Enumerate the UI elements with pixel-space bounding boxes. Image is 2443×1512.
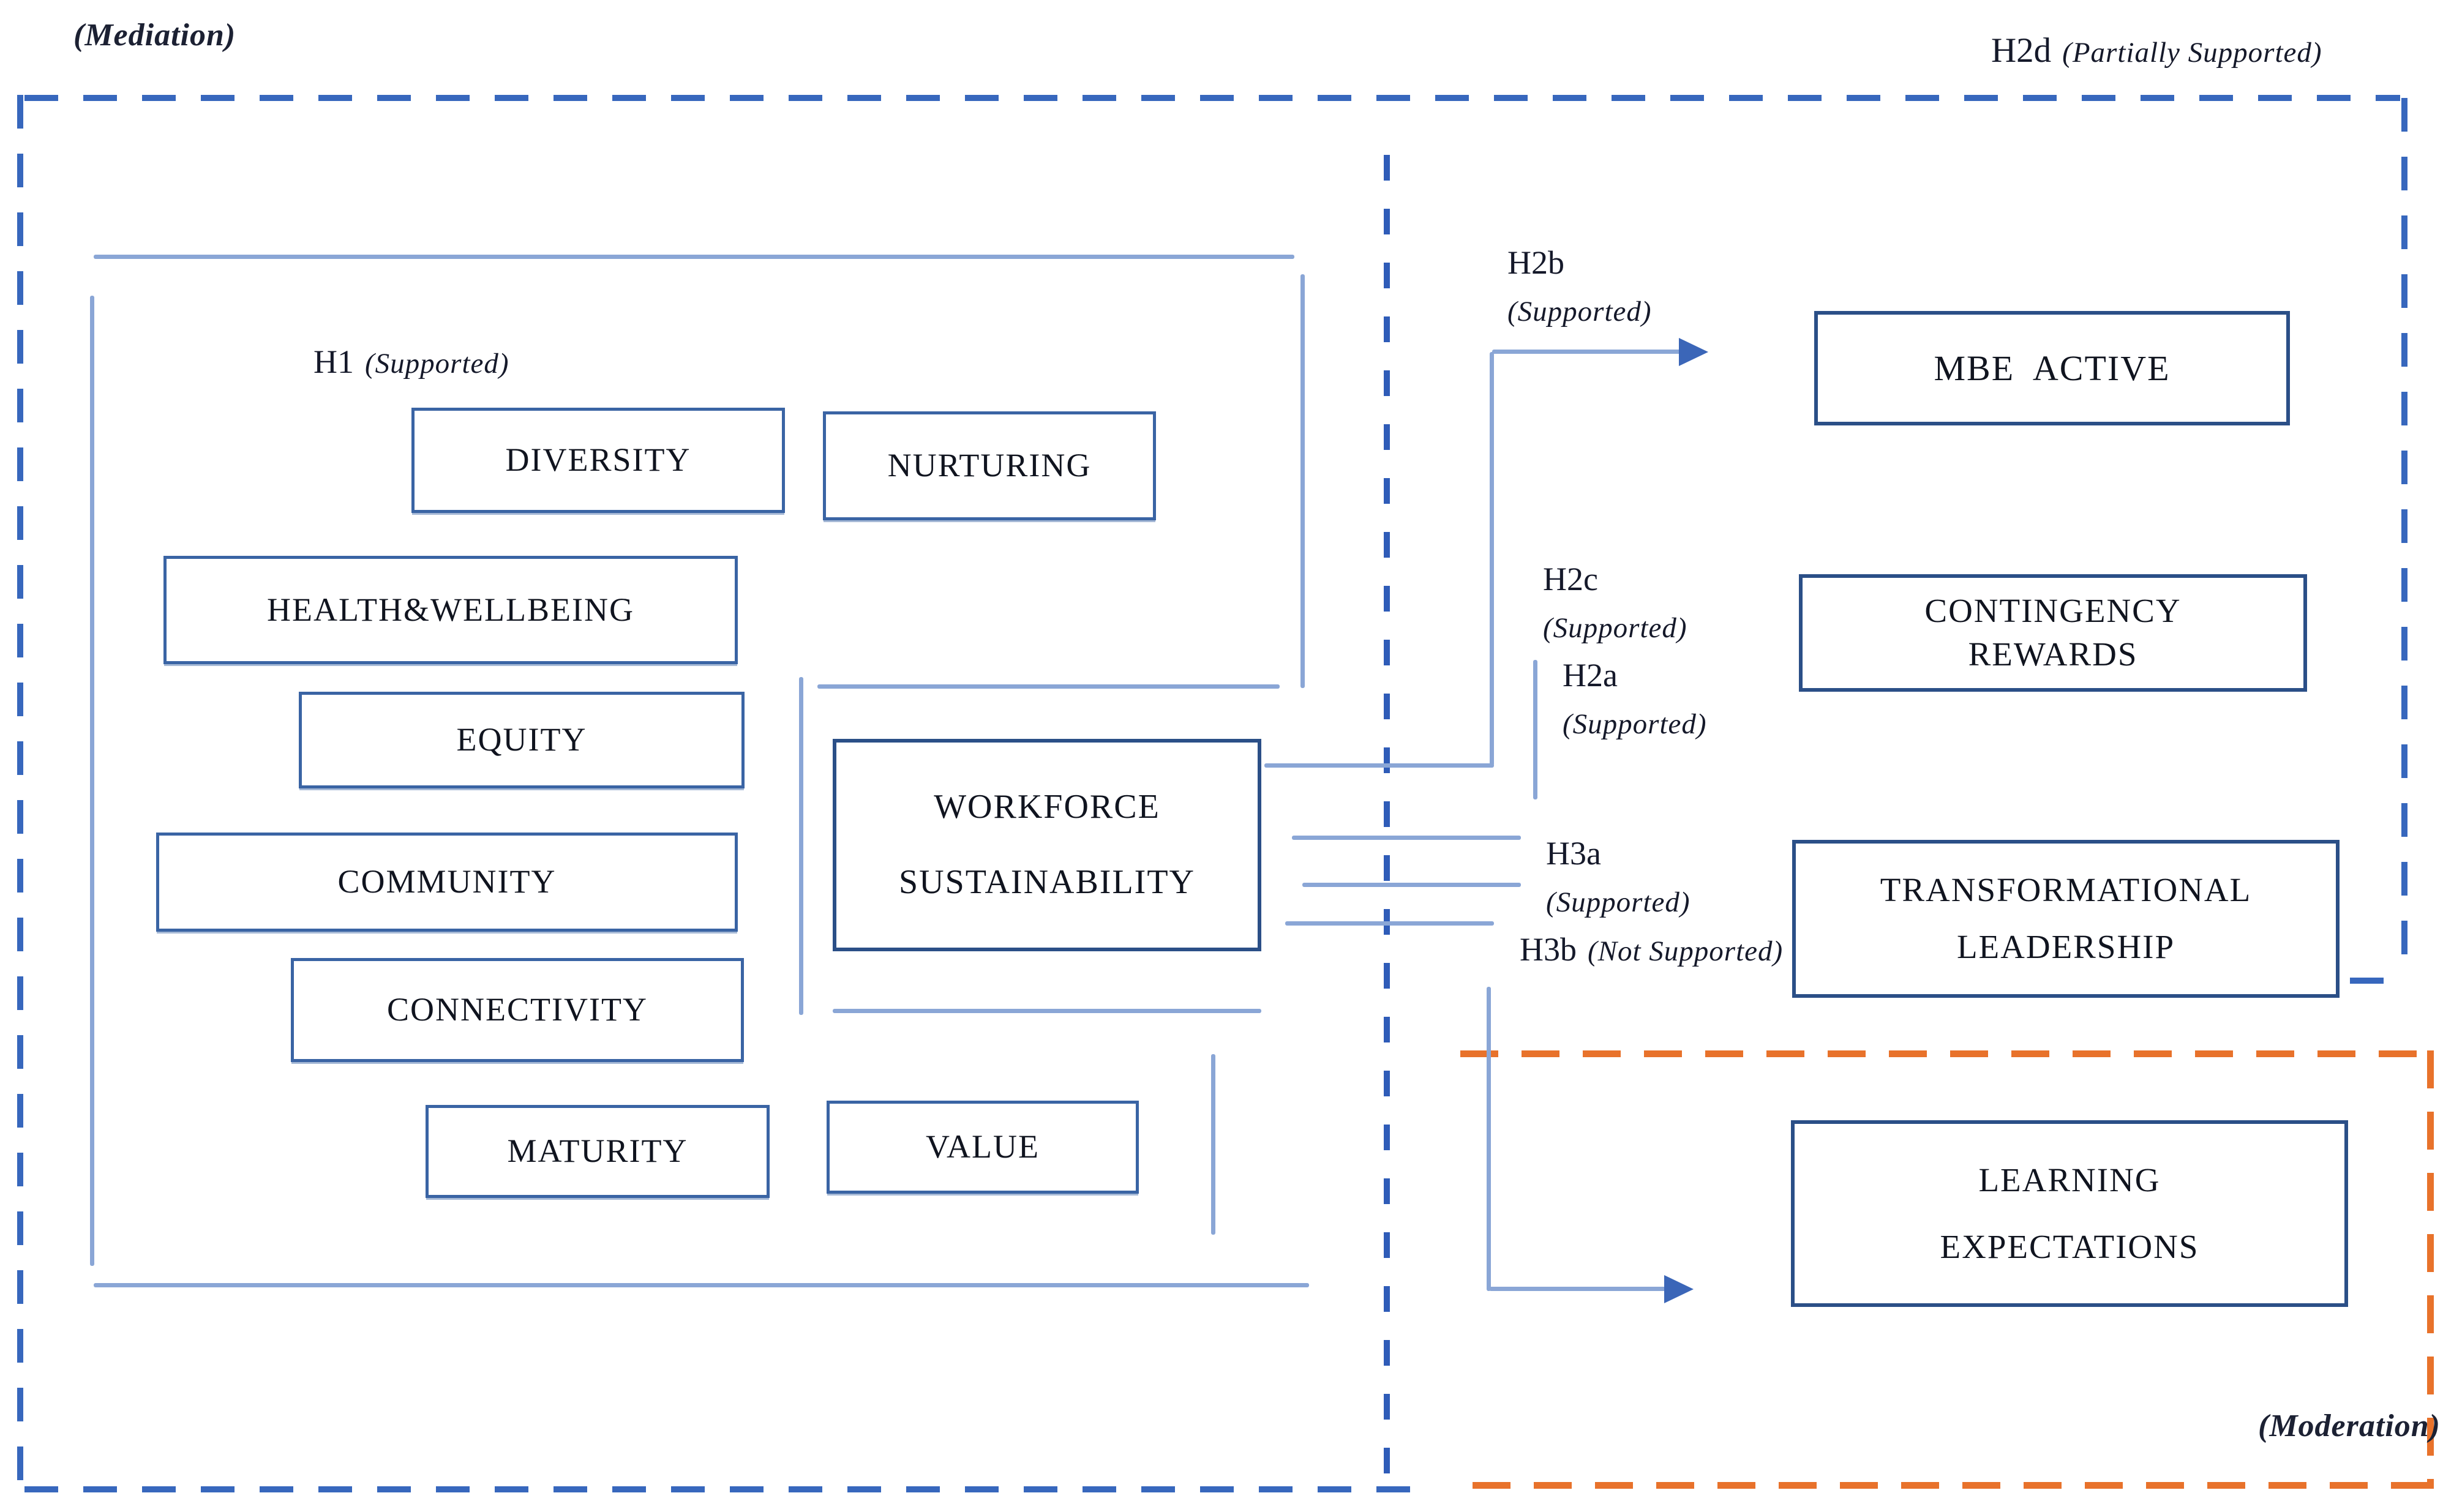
h1-code: H1 [313,343,354,380]
box-value: VALUE [827,1101,1139,1194]
box-health-wellbeing: HEALTH&WELLBEING [163,556,738,664]
box-connectivity-label: CONNECTIVITY [387,991,648,1028]
box-learning-line1: LEARNING [1978,1161,2161,1199]
h3a-code: H3a [1546,835,1601,872]
h2b-connector-horizontal [1264,763,1494,768]
group-bracket-right-bottom [1211,1054,1215,1235]
box-mbe-active-label: MBE ACTIVE [1934,348,2171,388]
box-maturity: MATURITY [426,1105,770,1198]
box-transformational-line2: LEADERSHIP [1956,928,2175,966]
h2b-status: (Supported) [1507,296,1652,327]
h3a-connector [1302,883,1521,887]
mediation-border-left [17,95,23,1492]
h2b-code: H2b [1507,244,1564,281]
h2d-code: H2d [1991,31,2052,70]
h2d-connector-stub [2350,978,2407,984]
box-learning-line2: EXPECTATIONS [1940,1227,2199,1265]
hypothesis-h2c: H2c (Supported) [1543,560,1687,645]
hypothesis-h1: H1 (Supported) [313,343,509,381]
workforce-bracket-top [817,684,1280,689]
learning-arrowhead [1664,1275,1694,1303]
box-health-wellbeing-label: HEALTH&WELLBEING [267,591,634,628]
h2b-arrow-shaft [1492,350,1682,354]
learning-arrow-shaft [1489,1287,1668,1291]
h2c-status: (Supported) [1543,612,1687,644]
h2b-connector-vertical [1490,352,1494,766]
box-workforce-line2: SUSTAINABILITY [899,863,1195,902]
h2a-code: H2a [1563,657,1618,694]
box-connectivity: CONNECTIVITY [291,958,744,1062]
group-bracket-top [94,255,1294,259]
mediation-border-right [2401,98,2407,961]
h2b-arrowhead [1679,338,1708,366]
h2a-status: (Supported) [1563,708,1707,740]
box-nurturing-label: NURTURING [887,447,1092,484]
moderation-border-right [2427,1050,2434,1489]
box-value-label: VALUE [925,1128,1040,1166]
center-dashed-divider [1384,155,1390,1486]
h1-status: (Supported) [365,348,509,380]
mediation-border-top [24,95,2400,101]
h2c-connector [1292,836,1521,840]
box-contingency-rewards: CONTINGENCY REWARDS [1799,574,2307,692]
box-contingency-line2: REWARDS [1968,635,2138,673]
box-nurturing: NURTURING [823,411,1156,520]
h2c-code: H2c [1543,561,1598,597]
box-equity-label: EQUITY [456,721,587,758]
box-community-label: COMMUNITY [337,863,557,900]
hypothesis-h3a: H3a (Supported) [1546,834,1691,919]
hypothesis-h3b: H3b (Not Supported) [1520,930,1783,968]
workforce-bracket-bottom [833,1009,1261,1013]
box-transformational-line1: TRANSFORMATIONAL [1880,871,2252,909]
box-workforce-sustainability: WORKFORCE SUSTAINABILITY [833,739,1261,951]
box-equity: EQUITY [299,692,745,788]
moderation-label: (Moderation) [2258,1409,2441,1443]
learning-connector-vertical [1487,987,1491,1291]
h3b-code: H3b [1520,931,1577,968]
mediation-border-bottom [24,1486,1414,1492]
box-contingency-line1: CONTINGENCY [1924,592,2182,630]
box-transformational-leadership: TRANSFORMATIONAL LEADERSHIP [1792,840,2340,998]
group-bracket-left [90,296,94,1266]
moderation-border-bottom [1473,1482,2434,1489]
hypothesis-h2a: H2a (Supported) [1563,656,1707,741]
group-bracket-bottom [94,1283,1309,1287]
h3b-connector [1285,921,1494,926]
box-maturity-label: MATURITY [507,1132,688,1170]
h3b-status: (Not Supported) [1588,935,1784,967]
box-workforce-line1: WORKFORCE [934,788,1160,826]
mediation-label: (Mediation) [73,18,236,53]
box-diversity-label: DIVERSITY [505,441,691,479]
h2d-status: (Partially Supported) [2062,37,2322,69]
box-diversity: DIVERSITY [411,408,785,513]
h2a-tick-line [1533,660,1537,799]
hypothesis-h2b: H2b (Supported) [1507,244,1652,328]
box-mbe-active: MBE ACTIVE [1814,311,2290,425]
h3a-status: (Supported) [1546,886,1691,918]
box-learning-expectations: LEARNING EXPECTATIONS [1791,1120,2348,1307]
box-community: COMMUNITY [156,833,738,932]
moderation-border-top [1460,1050,2434,1057]
hypothesis-h2d: H2d (Partially Supported) [1991,31,2322,70]
workforce-bracket-left [799,677,803,1015]
group-bracket-right-top [1300,274,1305,688]
